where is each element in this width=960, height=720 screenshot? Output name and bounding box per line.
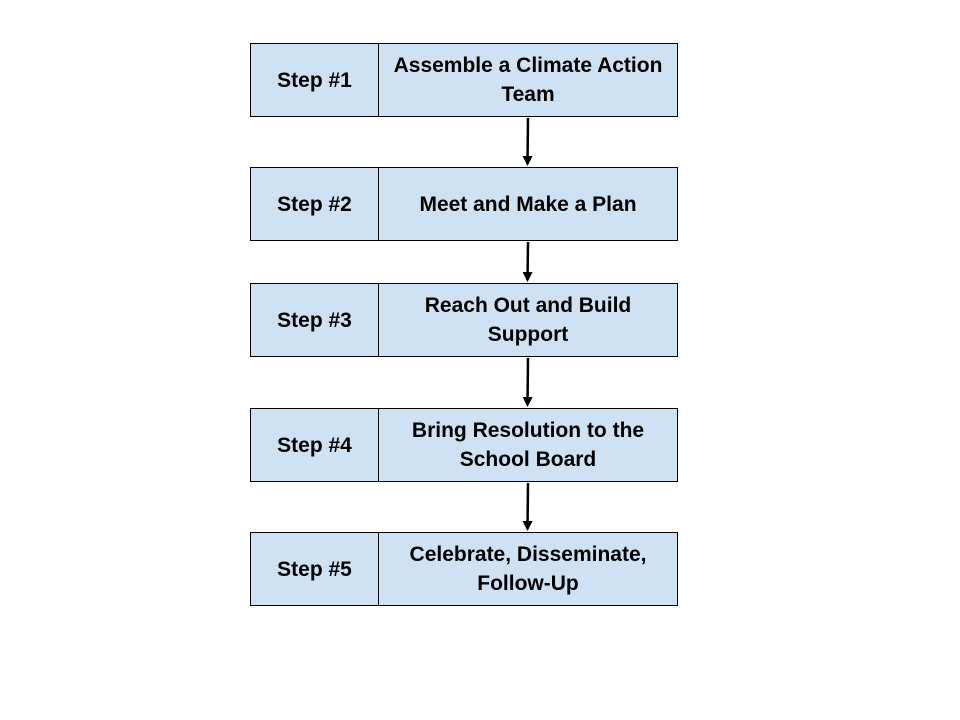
step-1-description: Assemble a Climate Action Team	[378, 43, 678, 117]
step-5-row: Step #5 Celebrate, Disseminate, Follow-U…	[250, 532, 678, 606]
arrow-2-to-3	[522, 241, 533, 282]
step-2-label: Step #2	[250, 167, 379, 241]
step-1-row: Step #1 Assemble a Climate Action Team	[250, 43, 678, 117]
arrow-3-to-4	[522, 357, 533, 407]
arrow-1-to-2	[522, 117, 533, 166]
step-5-description: Celebrate, Disseminate, Follow-Up	[378, 532, 678, 606]
step-2-row: Step #2 Meet and Make a Plan	[250, 167, 678, 241]
step-3-label: Step #3	[250, 283, 379, 357]
step-4-row: Step #4 Bring Resolution to the School B…	[250, 408, 678, 482]
step-4-description: Bring Resolution to the School Board	[378, 408, 678, 482]
step-2-description: Meet and Make a Plan	[378, 167, 678, 241]
step-3-row: Step #3 Reach Out and Build Support	[250, 283, 678, 357]
step-5-label: Step #5	[250, 532, 379, 606]
step-4-label: Step #4	[250, 408, 379, 482]
step-3-description: Reach Out and Build Support	[378, 283, 678, 357]
arrow-4-to-5	[522, 482, 533, 531]
step-1-label: Step #1	[250, 43, 379, 117]
